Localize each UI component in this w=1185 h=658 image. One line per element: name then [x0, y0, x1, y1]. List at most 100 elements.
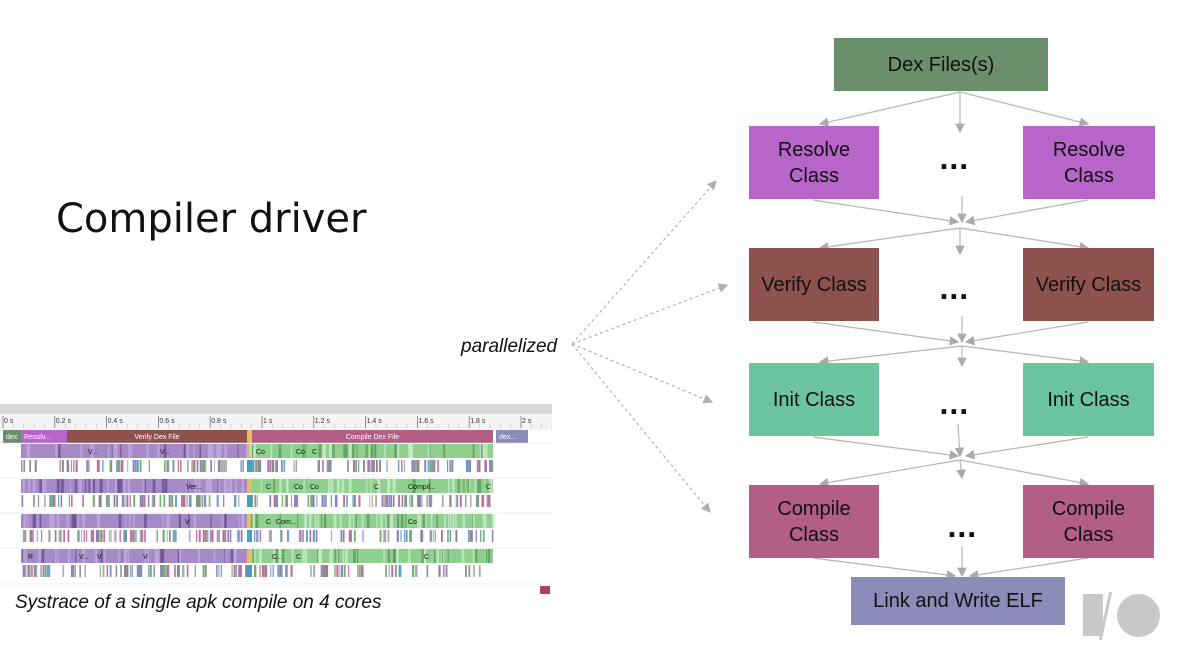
compile-class-left-label: Compile Class [777, 497, 851, 546]
systrace-slice [44, 479, 47, 493]
systrace-slice-label: C [296, 554, 301, 561]
compile-class-right-label: Compile Class [1051, 497, 1126, 546]
systrace-slice-label: Co [408, 519, 417, 526]
systrace-slice [480, 444, 483, 458]
systrace-slice [194, 479, 198, 493]
systrace-cpu-bar [36, 530, 38, 542]
systrace-cpu-bar [269, 495, 272, 507]
systrace-cpu-bar [341, 530, 343, 542]
systrace-cpu-bar [254, 530, 256, 542]
systrace-cpu-bar [468, 460, 470, 472]
systrace-row-gap [247, 514, 252, 528]
systrace-slice-label: R [28, 554, 33, 561]
systrace-slice [193, 514, 197, 528]
systrace-cpu-bar [117, 460, 119, 472]
systrace-cpu-bar [395, 565, 397, 577]
systrace-cpu-bar [355, 460, 356, 472]
systrace-slice [462, 514, 465, 528]
systrace-slice-label: Co [296, 449, 305, 456]
systrace-cpu-bar [451, 460, 453, 472]
systrace-cpu-bar [353, 530, 356, 542]
systrace-cpu-bar [178, 565, 180, 577]
systrace-cpu-bar [279, 565, 281, 577]
systrace-slice [303, 479, 305, 493]
systrace-cpu-bar [317, 460, 319, 472]
systrace-cpu-bar [148, 460, 150, 472]
systrace-cpu-bar [95, 530, 98, 542]
systrace-slice [339, 514, 342, 528]
systrace-slice [241, 479, 244, 493]
systrace-slice [164, 479, 168, 493]
systrace-slice [120, 444, 122, 458]
systrace-slice [42, 479, 45, 493]
systrace-cpu-bar [480, 530, 482, 542]
systrace-cpu-bar [33, 565, 37, 577]
systrace-slice [334, 549, 338, 563]
systrace-slice [77, 514, 80, 528]
systrace-slice [224, 514, 227, 528]
systrace-cpu-bar [147, 495, 150, 507]
systrace-slice [66, 514, 69, 528]
systrace-slice [351, 444, 355, 458]
systrace-row-compile [252, 514, 493, 528]
systrace-slice [487, 549, 491, 563]
systrace-cpu-bar [42, 565, 45, 577]
systrace-slice [213, 549, 216, 563]
systrace-cpu-bar [44, 565, 47, 577]
systrace-cpu-bar [384, 530, 387, 542]
systrace-cpu-bar [144, 530, 146, 542]
systrace-cpu-bar [390, 495, 392, 507]
systrace-cpu-bar [324, 495, 326, 507]
systrace-cpu-bar [109, 460, 112, 472]
systrace-cpu-bar [400, 530, 402, 542]
systrace-cpu-bar [216, 565, 218, 577]
systrace-cpu-bar [330, 495, 333, 507]
systrace-cpu-bar [116, 495, 118, 507]
systrace-cpu-bar [433, 530, 435, 542]
systrace-cpu-bar [491, 530, 494, 542]
compile-class-left-box: Compile Class [749, 485, 879, 558]
systrace-cpu-bar [431, 460, 434, 472]
systrace-slice [253, 549, 256, 563]
systrace-cpu-bar [67, 460, 70, 472]
systrace-cpu-bar [30, 565, 33, 577]
systrace-cpu-bar [223, 460, 226, 472]
systrace-cpu-bar [125, 565, 128, 577]
systrace-cpu-bar [353, 495, 356, 507]
systrace-cpu-bar [210, 460, 212, 472]
systrace-cpu-bar [23, 530, 26, 542]
systrace-cpu-bar [417, 460, 420, 472]
systrace-cpu-bar [225, 460, 227, 472]
systrace-slice-label: C... [272, 554, 283, 561]
systrace-cpu-bar [44, 495, 46, 507]
systrace-slice [387, 479, 391, 493]
systrace-cpu-bar [441, 530, 443, 542]
dex-files-label: Dex Files(s) [887, 53, 995, 76]
systrace-slice [253, 444, 256, 458]
systrace-cpu-bar [217, 530, 219, 542]
systrace-cpu-bar [405, 495, 407, 507]
systrace-slice [270, 444, 273, 458]
systrace-top-label: Compile Dex File [346, 434, 399, 441]
systrace-slice [424, 514, 427, 528]
systrace-slice [447, 479, 450, 493]
systrace-slice-label: Ver... [186, 484, 202, 491]
systrace-corner-marker [540, 586, 550, 594]
systrace-cpu-bar [40, 565, 42, 577]
systrace-cpu-bar [75, 460, 78, 472]
systrace-cpu-bar [372, 460, 374, 472]
systrace-cpu-bar [276, 460, 278, 472]
systrace-cpu-bar [202, 530, 205, 542]
resolve-ellipsis: ... [939, 146, 969, 176]
systrace-row-verify [21, 479, 247, 493]
systrace-cpu-bar [222, 530, 225, 542]
systrace-slice [199, 444, 202, 458]
systrace-slice [287, 479, 289, 493]
systrace-cpu-bar [478, 460, 480, 472]
systrace-slice [449, 514, 452, 528]
systrace-cpu-bar [468, 565, 471, 577]
systrace-slice [224, 444, 227, 458]
systrace-slice [317, 549, 319, 563]
systrace-cpu-bar [198, 530, 201, 542]
systrace-cpu-bar [381, 495, 384, 507]
